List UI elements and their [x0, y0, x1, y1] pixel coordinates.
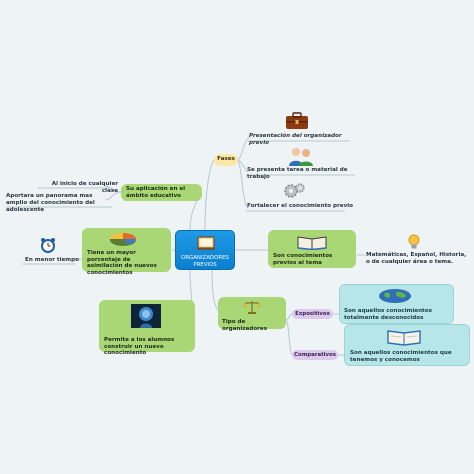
book-icon [297, 236, 327, 250]
fases-item-3: Fortalecer el conocimiento previo [247, 203, 353, 209]
asimilacion-node[interactable]: Tiene un mayor porcentaje de asimilación… [82, 228, 171, 276]
comparativos-node[interactable]: Comparativos [292, 350, 338, 360]
fases-item-2: Se presenta tarea o material de trabajo [247, 167, 348, 180]
open-book-icon [387, 330, 421, 346]
fases-node[interactable]: Fases [214, 154, 238, 166]
link-fases-item-1 [236, 136, 251, 161]
expositivos-label: Expositivos [295, 311, 330, 317]
link-aplicacion-item-2 [104, 191, 122, 201]
alarm-clock-icon [41, 238, 55, 253]
comparativos-desc: Son aquellos conocimientos que tenemos y… [350, 350, 452, 363]
aplicacion-item-2: Aportara un panorama mas amplio del cono… [6, 193, 95, 213]
world-map-icon [379, 289, 411, 303]
aplicacion-label: Su aplicación en el ámbito educativo [126, 186, 186, 199]
brain-head-icon [131, 304, 161, 328]
aplicacion-node[interactable]: Su aplicación en el ámbito educativo [121, 184, 202, 201]
central-label: ORGANIZADORES PREVIOS [181, 255, 229, 268]
link-tipos-expositivos [285, 313, 293, 321]
expositivos-desc: Son aquellos conocimientos totalmente de… [344, 308, 432, 321]
link-tipos-comparativos [285, 319, 293, 356]
fases-item-1: Presentación del organizador previo [249, 133, 342, 146]
comparativos-desc-node[interactable]: Son aquellos conocimientos que tenemos y… [344, 324, 470, 366]
expositivos-node[interactable]: Expositivos [292, 309, 333, 319]
board-icon [197, 236, 215, 250]
tipos-node[interactable]: Tipo de organizadores [218, 297, 286, 332]
pie-chart-icon [110, 233, 137, 246]
link-central-tipos [211, 269, 219, 311]
tipos-label: Tipo de organizadores [222, 319, 268, 332]
construir-label: Permite a los alumnos construir un nuevo… [104, 337, 175, 357]
construir-node[interactable]: Permite a los alumnos construir un nuevo… [99, 300, 195, 356]
fases-label: Fases [217, 156, 235, 162]
link-fases-item-3 [236, 159, 249, 209]
gears-icon [284, 183, 305, 198]
comparativos-label: Comparativos [294, 352, 336, 358]
aplicacion-item-1: Al inicio de cualquier clase [51, 181, 118, 194]
scales-icon [243, 301, 261, 314]
previos-leaf: Matemáticas, Español, Historia, o de cua… [366, 252, 467, 265]
previos-node[interactable]: Son conocimientos previos al tema [268, 230, 356, 268]
link-central-fases [204, 159, 215, 231]
asimilacion-leaf: En menor tiempo [25, 257, 79, 263]
previos-label: Son conocimientos previos al tema [273, 253, 333, 266]
expositivos-desc-node[interactable]: Son aquellos conocimientos totalmente de… [339, 284, 454, 324]
central-topic[interactable]: ORGANIZADORES PREVIOS [175, 230, 235, 270]
lightbulb-icon [408, 234, 420, 249]
people-icon [289, 148, 313, 166]
asimilacion-label: Tiene un mayor porcentaje de asimilación… [87, 250, 157, 276]
briefcase-icon [286, 112, 308, 129]
